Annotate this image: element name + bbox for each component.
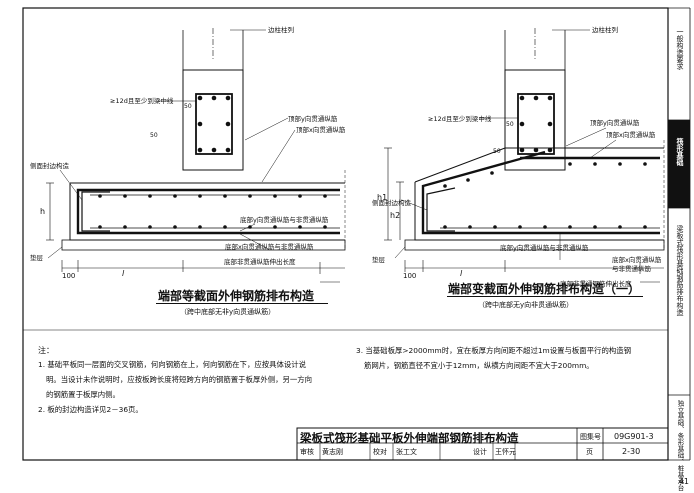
- right-label-ext: 底部非贯通钢筋伸出长度: [560, 279, 632, 288]
- note-3b: 筋网片，钢筋直径不宜小于12mm，纵横方向间距不宜大于200mm。: [364, 361, 594, 370]
- left-column-bars: [197, 95, 231, 153]
- atlas-label: 图集号: [580, 433, 601, 441]
- right-label-h1: h1: [377, 193, 387, 202]
- left-label-anchor: ≥12d且至少到梁中线: [110, 96, 174, 105]
- left-top-bar: [76, 188, 340, 205]
- left-column-outline: [182, 69, 244, 171]
- right-label-l: l: [460, 269, 463, 278]
- left-label-50a: 50: [184, 103, 192, 110]
- left-label-ext: 底部非贯通纵筋伸出长度: [224, 257, 296, 266]
- note-1c: 的钢筋置于板厚内侧。: [46, 390, 120, 399]
- right-label-column: 边柱柱列: [592, 25, 618, 34]
- right-label-anchor: ≥12d且至少到梁中线: [428, 114, 492, 123]
- left-bottom-bar: [76, 205, 340, 235]
- right-slab-bars: [443, 162, 647, 229]
- page-number: 41: [679, 477, 689, 486]
- right-drawing: [384, 28, 665, 283]
- left-label-100: 100: [62, 272, 75, 280]
- note-3a: 3. 当基础板厚>2000mm时，宜在板厚方向间距不超过1m设置与板面平行的构造…: [356, 346, 632, 355]
- right-bottom-bar: [421, 205, 660, 235]
- notes-heading: 注：: [38, 346, 54, 355]
- right-top-bar-sloped: [421, 150, 546, 205]
- left-label-sealing: 侧面封边构造: [30, 161, 70, 170]
- right-label-top-x: 顶部x向贯通纵筋: [606, 130, 656, 139]
- left-label-top-y: 顶部y向贯通纵筋: [288, 114, 338, 123]
- side-tab-other: 独立基础、条形基础、桩基承台: [676, 400, 684, 491]
- side-tab-general: 一般构造要求: [676, 28, 684, 70]
- left-label-cushion: 垫层: [30, 253, 44, 262]
- left-label-l: l: [122, 269, 125, 278]
- right-cushion: [404, 239, 665, 251]
- right-label-50a: 50: [506, 121, 514, 128]
- side-tab-beam-slab: 梁板式筏形基础钢筋排布构造: [676, 225, 684, 316]
- right-drawing-labels: 边柱柱列 ≥12d且至少到梁中线 50 50 顶部y向贯通纵筋 顶部x向贯通纵筋…: [372, 25, 662, 288]
- page-label: 页: [586, 448, 593, 456]
- right-label-cushion: 垫层: [372, 255, 386, 264]
- right-label-100: 100: [403, 272, 416, 280]
- right-label-h2: h2: [390, 211, 400, 220]
- left-label-top-x: 顶部x向贯通纵筋: [296, 125, 346, 134]
- left-slab-bars: [98, 194, 327, 229]
- check-label: 校对: [373, 448, 387, 456]
- left-caption-underline: [156, 303, 328, 304]
- review-name: 黄志刚: [322, 448, 343, 456]
- left-label-50b: 50: [150, 132, 158, 139]
- right-column-bars: [519, 95, 553, 153]
- check-name: 张工文: [396, 448, 417, 456]
- page-code: 2-30: [622, 447, 641, 456]
- right-label-sealing: 侧面封边构造: [372, 198, 412, 207]
- note-1b: 明。当设计未作说明时，应按板跨长度将短跨方向的钢筋置于板厚外侧，另一方向: [46, 375, 313, 384]
- right-label-bottom-x: 底部x向贯通纵筋: [612, 255, 662, 264]
- review-label: 审核: [300, 448, 314, 456]
- right-sealing-bar: [426, 187, 456, 232]
- right-subcaption: （跨中底部无y向非贯通纵筋）: [478, 301, 574, 309]
- left-column-stirrup: [195, 93, 233, 155]
- left-subcaption: （跨中底部无非y向贯通纵筋）: [180, 308, 276, 316]
- left-label-bottom-x: 底部x向贯通纵筋与非贯通纵筋: [225, 242, 314, 251]
- side-tab-raft: 筏形基础: [676, 138, 684, 166]
- right-label-bottom-y: 底部y向贯通纵筋与非贯通纵筋: [500, 243, 589, 252]
- sheet-title: 梁板式筏形基础平板外伸端部钢筋排布构造: [300, 431, 519, 445]
- side-tabs: [668, 119, 690, 396]
- left-drawing-labels: 边柱柱列 ≥12d且至少到梁中线 50 50 顶部y向贯通纵筋 顶部x向贯通纵筋…: [30, 25, 346, 280]
- right-label-top-y: 顶部y向贯通纵筋: [590, 118, 640, 127]
- left-sealing-bar: [81, 191, 110, 232]
- design-label: 设计: [473, 448, 487, 456]
- left-label-h: h: [40, 207, 45, 216]
- right-caption: 端部变截面外伸钢筋排布构造（一）: [448, 282, 641, 296]
- note-1a: 1. 基础平板同一层面的交叉钢筋，何向钢筋在上，何向钢筋在下，应按具体设计说: [38, 360, 307, 369]
- left-caption: 端部等截面外伸钢筋排布构造: [158, 289, 315, 303]
- right-caption-underline: [447, 296, 643, 297]
- title-block: [296, 427, 669, 461]
- atlas-number: 09G901-3: [614, 432, 654, 441]
- left-drawing: [46, 28, 346, 283]
- left-label-bottom-y: 底部y向贯通纵筋与非贯通纵筋: [240, 215, 329, 224]
- side-tab-active: [668, 120, 690, 208]
- design-name: 王怀元: [495, 448, 516, 456]
- right-column-outline: [504, 69, 566, 171]
- right-label-bottom-x-non: 与非贯通纵筋: [612, 264, 652, 273]
- left-label-column: 边柱柱列: [268, 25, 294, 34]
- note-2: 2. 板的封边构造详见2－36页。: [38, 405, 143, 414]
- left-cushion: [61, 239, 346, 251]
- right-label-50b: 50: [493, 148, 501, 155]
